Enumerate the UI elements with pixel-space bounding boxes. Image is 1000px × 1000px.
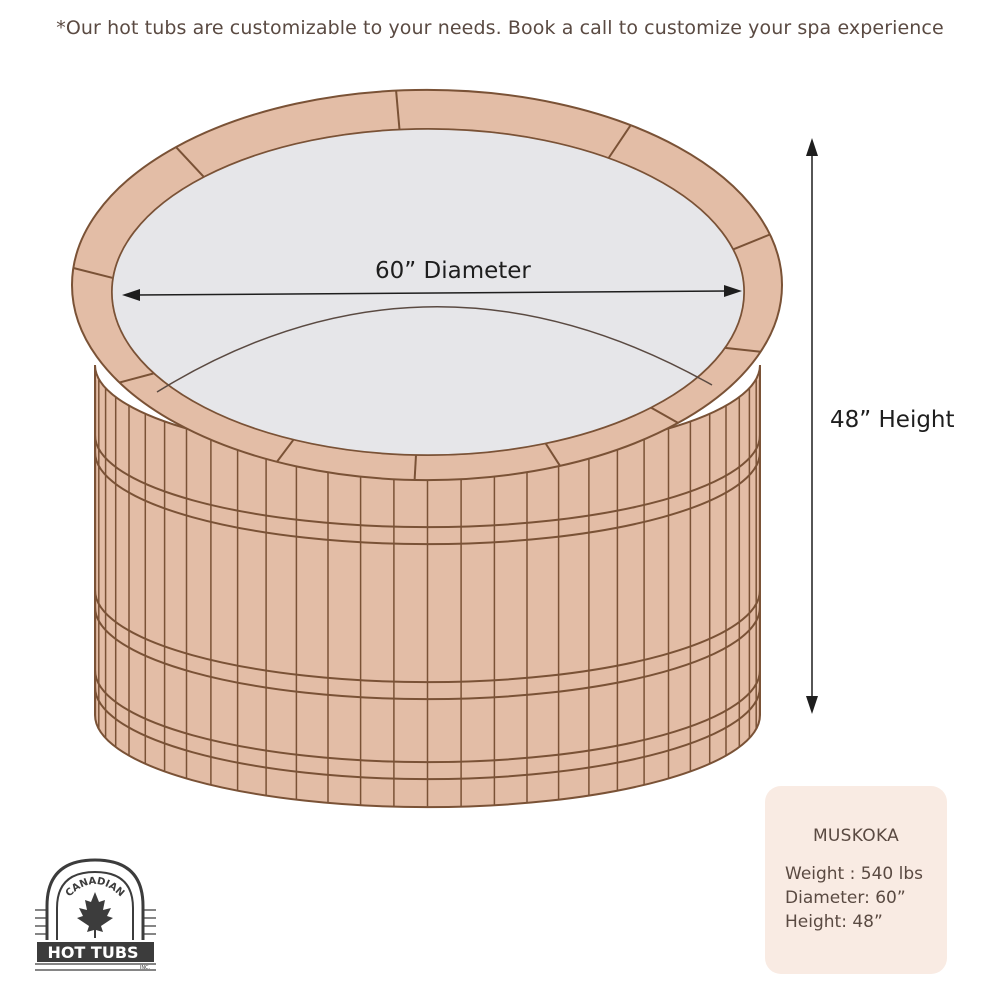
rim-joint bbox=[413, 454, 417, 480]
rim-joint bbox=[395, 90, 401, 130]
rim-joint bbox=[544, 442, 561, 467]
rim-joint bbox=[276, 439, 295, 463]
maple-leaf-icon bbox=[77, 892, 113, 938]
disclaimer-text: *Our hot tubs are customizable to your n… bbox=[56, 17, 944, 39]
logo-suffix-text: INC. bbox=[140, 965, 151, 971]
rim-joint bbox=[73, 267, 113, 279]
tub-hoops bbox=[94, 434, 761, 781]
logo-banner bbox=[37, 942, 154, 962]
spec-details: Weight : 540 lbs Diameter: 60” Height: 4… bbox=[785, 862, 923, 934]
rim-joint bbox=[175, 146, 205, 178]
rim-joint bbox=[649, 406, 679, 424]
logo-main-text: HOT TUBS bbox=[47, 943, 138, 962]
rim-joint bbox=[119, 372, 154, 384]
spec-weight: Weight : 540 lbs bbox=[785, 864, 923, 884]
tub-basin bbox=[111, 128, 745, 456]
rim-joint bbox=[731, 233, 771, 251]
spec-height: Height: 48” bbox=[785, 912, 883, 932]
canadian-hot-tubs-logo: CANADIAN HOT TUBS INC. bbox=[35, 858, 156, 971]
tub-inner-edge bbox=[156, 305, 713, 393]
height-arrow bbox=[806, 138, 818, 714]
spec-card: MUSKOKA Weight : 540 lbs Diameter: 60” H… bbox=[765, 786, 947, 974]
rim-joint bbox=[607, 124, 632, 160]
spec-diameter: Diameter: 60” bbox=[785, 888, 906, 908]
diameter-label: 60” Diameter bbox=[375, 258, 531, 284]
diameter-arrow bbox=[122, 285, 742, 301]
spec-model-name: MUSKOKA bbox=[812, 826, 900, 846]
height-label: 48” Height bbox=[830, 407, 955, 433]
rim-joint bbox=[723, 346, 761, 353]
